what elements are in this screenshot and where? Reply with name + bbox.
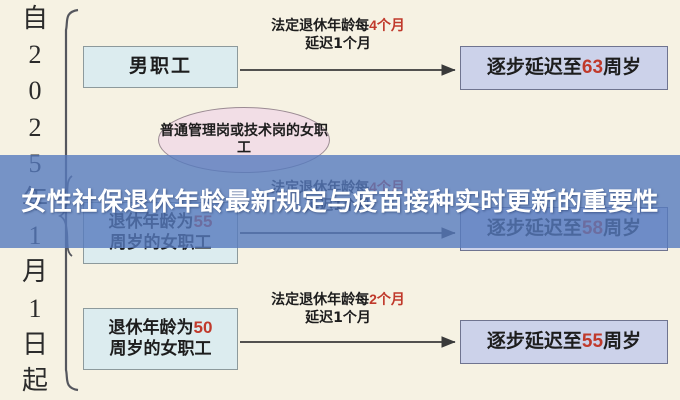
- connector-label-top-number: 4个月: [369, 17, 405, 33]
- date-char: 自: [21, 4, 48, 33]
- node-result-55[interactable]: 逐步延迟至55周岁: [460, 320, 668, 364]
- connector-label-top: 法定退休年龄每4个月 延迟1个月: [238, 16, 438, 53]
- date-char: 起: [21, 365, 48, 395]
- connector-label-bottom-line2: 延迟1个月: [305, 310, 371, 327]
- node-female-retire-50[interactable]: 退休年龄为50 周岁的女职工: [83, 308, 238, 370]
- overlay-title-banner: 女性社保退休年龄最新规定与疫苗接种实时更新的重要性: [0, 155, 680, 248]
- connector-label-top-line2: 延迟1个月: [305, 36, 371, 53]
- node-result-55-number: 55: [581, 331, 604, 353]
- node-female-retire-50-prefix: 退休年龄为: [108, 318, 194, 339]
- date-char: 1: [28, 293, 42, 323]
- node-result-63-suffix: 周岁: [603, 56, 642, 79]
- node-female-retire-50-number: 50: [193, 318, 213, 338]
- date-char: 2: [28, 40, 42, 70]
- node-female-retire-50-suffix: 周岁的女职工: [109, 339, 212, 359]
- connector-label-bottom-prefix: 法定退休年龄每: [271, 292, 370, 308]
- node-male-worker-label: 男职工: [128, 55, 192, 78]
- date-char: 0: [28, 76, 42, 106]
- node-male-worker[interactable]: 男职工: [83, 46, 238, 88]
- node-result-63[interactable]: 逐步延迟至63周岁: [460, 46, 668, 90]
- connector-label-bottom-number: 2个月: [369, 291, 405, 307]
- connector-label-bottom: 法定退休年龄每2个月 延迟1个月: [238, 290, 438, 327]
- connector-label-top-prefix: 法定退休年龄每: [271, 18, 370, 34]
- date-char: 日: [21, 329, 48, 359]
- node-result-63-number: 63: [581, 57, 604, 79]
- node-result-63-prefix: 逐步延迟至: [486, 56, 582, 79]
- overlay-title-text: 女性社保退休年龄最新规定与疫苗接种实时更新的重要性: [21, 186, 659, 216]
- node-result-55-suffix: 周岁: [603, 330, 642, 353]
- date-char: 月: [21, 257, 48, 287]
- date-char: 2: [28, 112, 42, 142]
- node-female-management-track-label: 普通管理岗或技术岗的女职工: [160, 122, 328, 156]
- node-result-55-prefix: 逐步延迟至: [486, 330, 582, 353]
